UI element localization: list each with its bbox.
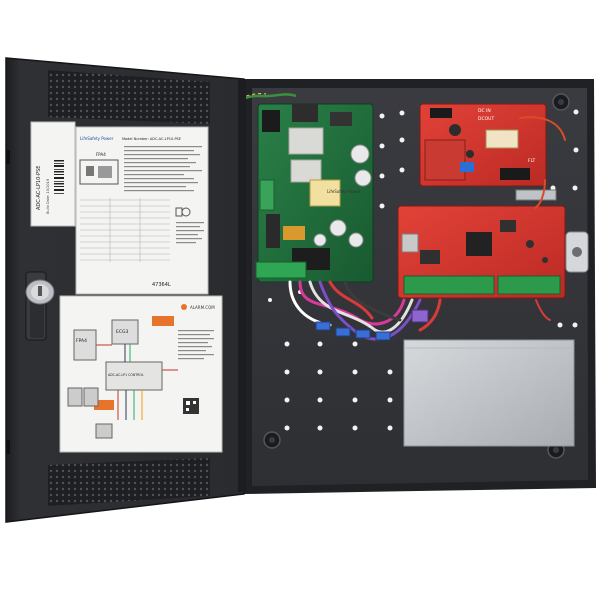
orange-badge <box>152 316 174 326</box>
power-supply-board: LifeSafety Power <box>255 103 374 283</box>
spec-section-title: FPA4 <box>96 152 106 157</box>
control-board <box>397 189 566 299</box>
barcode-code: ADC-AC-LP10-PSE <box>36 166 42 210</box>
module-b-label: ECG3 <box>116 329 128 335</box>
relay <box>485 129 519 149</box>
qr-code <box>183 398 199 414</box>
top-vent <box>48 70 210 124</box>
spec-serial: 47364L <box>152 282 171 288</box>
spec-label: LifeSafety Power Model Number: ADC-AC-LP… <box>75 126 209 295</box>
module-a-label: FPA4 <box>76 338 87 344</box>
enclosure-door: ADC-AC-LP10-PSE Build Date: 10/2019 Life… <box>5 57 246 523</box>
wire-connectors <box>315 309 429 341</box>
small-red-board: DC IN DCOUT FLT <box>419 103 547 187</box>
mount-plate <box>403 339 575 447</box>
orange-badge-2 <box>94 400 114 410</box>
spec-brand: LifeSafety Power <box>80 136 114 141</box>
small-board-label-1: DCOUT <box>478 116 494 122</box>
small-board-label-2: FLT <box>528 158 535 164</box>
module-c-label: ADC-AC-LP1 CONTROL <box>108 373 144 377</box>
latch-knob <box>572 247 582 257</box>
door-lock <box>25 271 55 341</box>
small-board-label-0: DC IN <box>478 108 491 114</box>
spec-model: Model Number: ADC-AC-LP10-PSE <box>122 137 181 141</box>
barcode-label: ADC-AC-LP10-PSE Build Date: 10/2019 <box>30 121 76 227</box>
terminal-block <box>255 261 307 279</box>
wiring-brand: ALARM.COM <box>190 305 215 310</box>
bottom-vent <box>48 458 210 506</box>
transformer-yellow <box>309 179 341 207</box>
power-board-label: LifeSafety Power <box>327 189 361 194</box>
green-terminals-left <box>403 275 495 295</box>
knockout-holes <box>268 109 579 431</box>
barcode-build-date: Build Date: 10/2019 <box>46 179 50 214</box>
wiring-diagram-label: ALARM.COM FPA4 ECG3 ADC-AC-LP1 CONTROL <box>59 295 223 453</box>
green-terminals-right <box>497 275 561 295</box>
